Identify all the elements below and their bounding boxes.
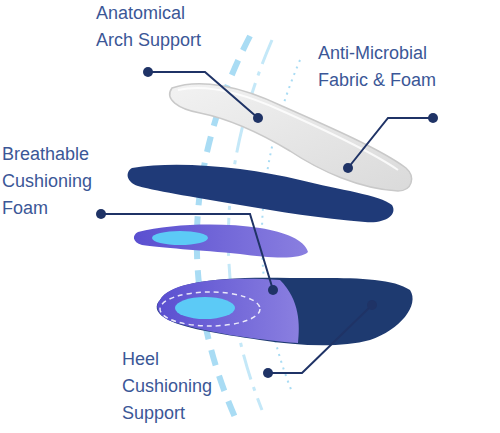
leader-dot bbox=[367, 300, 377, 310]
stitch-outline bbox=[160, 292, 260, 326]
leader-dot bbox=[253, 113, 263, 123]
part-label: Heel Cushioning Support bbox=[122, 346, 230, 427]
leader-dot bbox=[268, 285, 278, 295]
leader-line bbox=[148, 72, 258, 118]
leader-dot bbox=[343, 163, 353, 173]
heel-gel bbox=[175, 297, 235, 319]
part-label: Breathable Cushioning Foam bbox=[2, 141, 110, 222]
heel-gel bbox=[152, 231, 208, 245]
heel-insert bbox=[134, 225, 308, 258]
leader-line bbox=[101, 214, 273, 290]
part-label: Anatomical Arch Support bbox=[96, 0, 221, 54]
leader-dots bbox=[96, 67, 438, 378]
heel-cup bbox=[157, 279, 299, 343]
leader-dot bbox=[143, 67, 153, 77]
base-shell bbox=[157, 278, 413, 346]
leader-dot bbox=[96, 209, 106, 219]
leader-dot bbox=[428, 113, 438, 123]
leader-dot bbox=[263, 368, 273, 378]
leader-lines bbox=[101, 72, 433, 373]
fabric-highlight bbox=[178, 88, 398, 170]
leader-line bbox=[348, 118, 433, 168]
leader-line bbox=[268, 305, 372, 373]
part-label: Anti-Microbial Fabric & Foam bbox=[318, 40, 478, 94]
